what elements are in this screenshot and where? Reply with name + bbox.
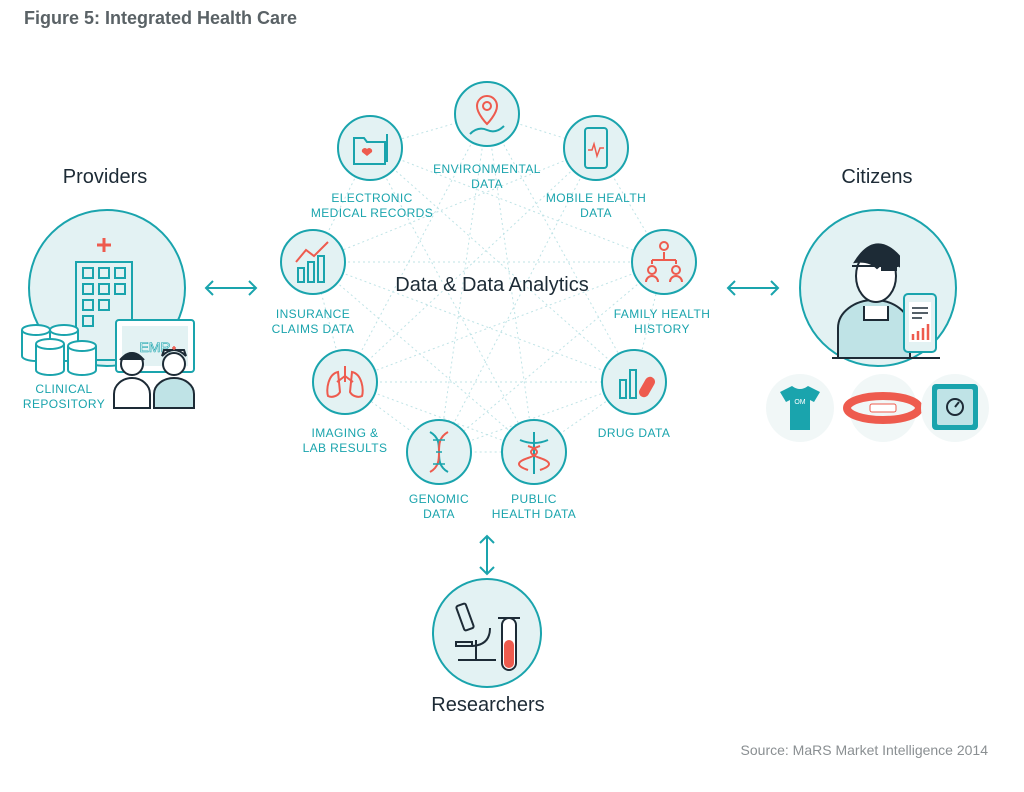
family-tree-icon	[645, 241, 683, 283]
public-label: PUBLIC HEALTH DATA	[478, 492, 590, 522]
wearables: OM	[766, 374, 989, 442]
citizens-label: Citizens	[841, 166, 913, 188]
researchers-illustration	[432, 578, 542, 688]
person-icon	[837, 243, 911, 359]
medical-folder-icon	[353, 134, 388, 165]
smart-scale-icon	[932, 384, 978, 430]
environmental-label: ENVIRONMENTAL DATA	[417, 162, 557, 192]
public-line1: PUBLIC	[511, 492, 557, 506]
clinical-repository-line1: CLINICAL	[35, 382, 93, 396]
family-line2: HISTORY	[634, 322, 690, 336]
node-emr	[337, 115, 403, 181]
pill-chart-icon	[619, 369, 655, 399]
node-environmental	[454, 81, 520, 147]
providers-illustration: EMR	[21, 209, 195, 409]
providers-label: Providers	[62, 166, 148, 188]
insurance-label: INSURANCE CLAIMS DATA	[258, 307, 368, 337]
smart-glasses-icon	[881, 259, 897, 271]
insurance-line2: CLAIMS DATA	[271, 322, 355, 336]
public-line2: HEALTH DATA	[491, 507, 577, 521]
tablet-icon	[903, 293, 937, 353]
emr-line1: ELECTRONIC	[331, 191, 413, 205]
environmental-line1: ENVIRONMENTAL	[433, 162, 541, 176]
svg-text:OM: OM	[794, 399, 805, 406]
family-label: FAMILY HEALTH HISTORY	[600, 307, 724, 337]
doctor-nurse-icon	[113, 346, 195, 409]
caduceus-icon	[518, 432, 550, 474]
drug-line1: DRUG DATA	[597, 426, 671, 440]
test-tube-icon	[498, 617, 520, 671]
imaging-line1: IMAGING &	[311, 426, 379, 440]
map-pin-icon	[469, 94, 505, 135]
fitness-band-icon	[843, 392, 923, 424]
genomic-line2: DATA	[423, 507, 455, 521]
bar-chart-icon	[295, 241, 329, 283]
genomic-line1: GENOMIC	[408, 492, 470, 506]
dna-icon	[429, 431, 449, 473]
center-label: Data & Data Analytics	[395, 274, 589, 296]
imaging-label: IMAGING & LAB RESULTS	[285, 426, 405, 456]
microscope-icon	[455, 602, 496, 661]
figure-title: Figure 5: Integrated Health Care	[24, 8, 298, 28]
source-note: Source: MaRS Market Intelligence 2014	[740, 742, 988, 758]
emr-node-label: ELECTRONIC MEDICAL RECORDS	[300, 191, 444, 221]
double-arrow-right-icon	[726, 280, 780, 296]
genomic-label: GENOMIC DATA	[389, 492, 489, 522]
node-insurance	[280, 229, 346, 295]
mobile-line1: MOBILE HEALTH	[545, 191, 647, 205]
clinical-repository-label: CLINICAL REPOSITORY	[14, 382, 114, 412]
lungs-icon	[326, 366, 364, 398]
node-public	[501, 419, 567, 485]
database-icon	[21, 324, 97, 376]
citizens-illustration	[799, 209, 957, 367]
family-line1: FAMILY HEALTH	[613, 307, 711, 321]
node-imaging	[312, 349, 378, 415]
double-arrow-down-icon	[479, 534, 495, 576]
emr-line2: MEDICAL RECORDS	[310, 206, 434, 220]
network-lines	[312, 113, 665, 453]
clinical-repository-line2: REPOSITORY	[22, 397, 106, 411]
researchers-label: Researchers	[431, 694, 545, 716]
mobile-label: MOBILE HEALTH DATA	[534, 191, 658, 221]
insurance-line1: INSURANCE	[275, 307, 351, 321]
smartphone-icon	[584, 127, 608, 169]
node-genomic	[406, 419, 472, 485]
imaging-line2: LAB RESULTS	[302, 441, 388, 455]
drug-label: DRUG DATA	[584, 426, 684, 441]
node-family	[631, 229, 697, 295]
mobile-line2: DATA	[580, 206, 612, 220]
node-mobile	[563, 115, 629, 181]
environmental-line2: DATA	[471, 177, 503, 191]
smart-shirt-icon: OM	[780, 386, 820, 430]
double-arrow-left-icon	[204, 280, 258, 296]
node-drug	[601, 349, 667, 415]
